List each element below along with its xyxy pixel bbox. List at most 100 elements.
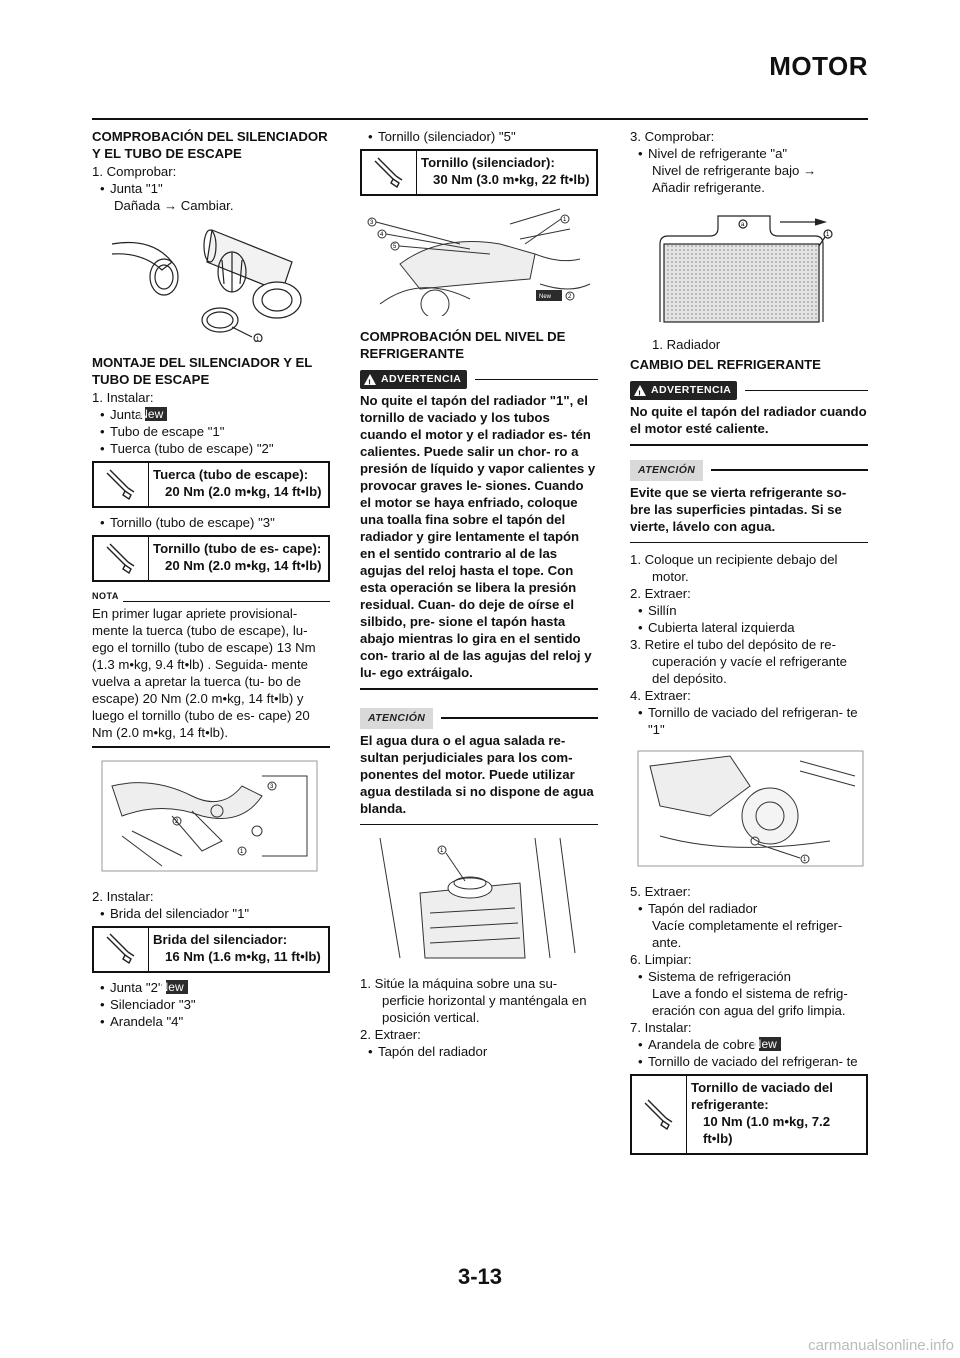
torque-wrench-icon [362,151,417,194]
new-badge: New [160,979,188,994]
bullet-item: Nivel de refrigerante "a" [630,145,868,162]
torque-value: 20 Nm (2.0 m•kg, 14 ft•lb) [165,484,322,499]
step: 2. Extraer: [360,1027,421,1042]
step: 1. Comprobar: [92,164,177,179]
exhaust-pipe-figure: 3 2 1 [92,756,330,880]
section-title-silencer-install: MONTAJE DEL SILENCIADOR Y EL TUBO DE ESC… [92,355,313,387]
torque-wrench-icon [94,927,149,971]
torque-wrench-icon [94,463,149,506]
bullet-item: Sistema de refrigeración [630,968,868,985]
torque-spec-box: Brida del silenciador:16 Nm (1.6 m•kg, 1… [92,925,330,973]
new-badge: New [753,1037,781,1051]
torque-wrench-icon [632,1076,687,1153]
radiator-cap-figure: 1 [360,833,598,967]
caution-text: Evite que se vierta refrigerante so- bre… [630,484,847,534]
torque-spec-box: Tornillo (tubo de es- cape): 20 Nm (2.0 m… [92,535,330,582]
bullet-item: Tubo de escape "1" [92,423,330,440]
figure-callout: 5 [393,244,397,250]
section-title-silencer-check: COMPROBACIÓN DEL SILENCIADOR Y EL TUBO D… [92,129,328,161]
figure-caption: 1. Radiador [652,337,721,352]
bullet-action: Añadir refrigerante. [652,180,765,195]
torque-spec-box: Tornillo de vaciado del refrigerante:10 … [630,1074,868,1155]
step: 7. Instalar: [630,1020,692,1035]
page-number: 3-13 [457,1264,503,1289]
silencer-figure: New 1 3 4 5 2 [360,204,598,320]
column-left: COMPROBACIÓN DEL SILENCIADOR Y EL TUBO D… [92,128,330,1030]
bullet-text: Arandela de cobre [648,1037,756,1052]
page-title: MOTOR [769,51,868,81]
figure-callout: 1 [256,337,260,342]
caution-label: ATENCIÓN [360,707,434,729]
caution-label: ATENCIÓN [630,459,704,481]
warning-label: ADVERTENCIA [381,373,462,385]
step: 1. Instalar: [92,390,154,405]
figure-callout: a [741,222,745,228]
bullet-action: Vacíe completamente el refriger- ante. [652,918,843,950]
coolant-level-figure: a 1 [630,204,868,328]
bullet-action: Dañada → Cambiar. [114,198,234,213]
torque-name: Tuerca (tubo de escape): [153,467,309,482]
warning-text: No quite el tapón del radiador cuando el… [630,404,867,436]
note-block: NOTA En primer lugar apriete provisional… [92,588,330,748]
step: 1. Sitúe la máquina sobre una su- perfic… [360,976,587,1025]
torque-name: Tornillo (tubo de es- cape): [153,541,322,556]
figure-callout: 4 [380,232,384,238]
gasket-figure: 1 [92,222,330,346]
note-text: En primer lugar apriete provisional- men… [92,606,316,740]
bullet-item: Brida del silenciador "1" [92,905,330,922]
figure-callout: 1 [440,848,444,854]
bullet-item: Tornillo (silenciador) "5" [360,128,598,145]
warning-badge: ADVERTENCIA [630,381,738,403]
warning-header: ADVERTENCIA [630,381,868,403]
bullet-item: Tornillo (tubo de escape) "3" [92,514,330,531]
torque-name: Brida del silenciador: [153,931,288,947]
figure-callout: 2 [175,819,179,825]
bullet-text: Junta "2" [110,979,163,995]
section-title-coolant-level: COMPROBACIÓN DEL NIVEL DE REFRIGERANTE [360,329,566,361]
header-rule [92,118,868,120]
column-middle: Tornillo (silenciador) "5" Tornillo (sil… [360,128,598,1060]
torque-spec-box: Tuerca (tubo de escape): 20 Nm (2.0 m•kg,… [92,461,330,508]
step: 1. Coloque un recipiente debajo del moto… [630,552,838,584]
caution-header: ATENCIÓN [630,459,868,481]
bullet-item: Sillín [630,602,868,619]
warning-triangle-icon [364,374,376,392]
bullet-item: Junta "1" [92,180,330,197]
bullet-item: Tornillo de vaciado del refrigeran- te [630,1053,868,1070]
warning-badge: ADVERTENCIA [360,370,468,392]
torque-wrench-icon [94,537,149,580]
warning-triangle-icon [634,385,646,403]
bullet-item: Tuerca (tubo de escape) "2" [92,440,330,457]
bullet-item: Cubierta lateral izquierda [630,619,868,636]
step: 4. Extraer: [630,688,691,703]
warning-header: ADVERTENCIA [360,370,598,392]
bullet-item: JuntaNew [92,406,330,423]
torque-spec-box: Tornillo (silenciador):30 Nm (3.0 m•kg, … [360,149,598,196]
watermark: carmanualsonline.info [808,1337,954,1354]
bullet-text: Junta [110,407,143,422]
figure-callout: 3 [270,784,274,790]
caution-text: El agua dura o el agua salada re- sultan… [360,732,594,816]
torque-value: 10 Nm (1.0 m•kg, 7.2 ft•lb) [703,1114,831,1146]
torque-value: 30 Nm (3.0 m•kg, 22 ft•lb) [433,172,590,187]
step: 3. Comprobar: [630,129,715,144]
bullet-action: Lave a fondo el sistema de refrig- eraci… [652,986,848,1018]
figure-callout: 1 [240,849,244,855]
note-label: NOTA [92,591,119,601]
new-badge: New [539,294,552,300]
torque-name: Tornillo de vaciado del refrigerante: [691,1080,833,1112]
bullet-item: Arandela de cobreNew [630,1036,868,1053]
figure-callout: 1 [563,217,567,223]
bullet-item: Tornillo de vaciado del refrigeran- te "… [630,704,868,738]
figure-callout: 1 [826,232,830,238]
warning-label: ADVERTENCIA [651,384,732,396]
bullet-action: Nivel de refrigerante bajo → [652,163,817,178]
bullet-item: Silenciador "3" [92,996,330,1013]
torque-value: 20 Nm (2.0 m•kg, 14 ft•lb) [165,558,322,573]
figure-callout: 2 [568,294,572,300]
bullet-item: Arandela "4" [92,1013,330,1030]
section-title-coolant-change: CAMBIO DEL REFRIGERANTE [630,357,821,372]
new-badge: New [139,407,168,421]
caution-header: ATENCIÓN [360,707,598,729]
torque-value: 16 Nm (1.6 m•kg, 11 ft•lb) [165,948,321,964]
